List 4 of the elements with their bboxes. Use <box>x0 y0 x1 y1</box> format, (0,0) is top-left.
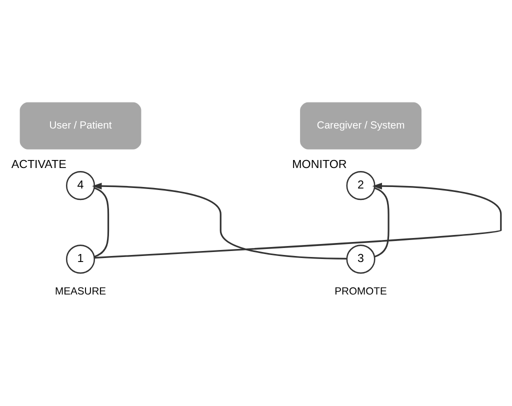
node-label: MEASURE <box>54 286 106 298</box>
node-label: ACTIVATE <box>11 158 66 172</box>
node-label: MONITOR <box>292 158 347 172</box>
node-label: PROMOTE <box>334 286 387 298</box>
